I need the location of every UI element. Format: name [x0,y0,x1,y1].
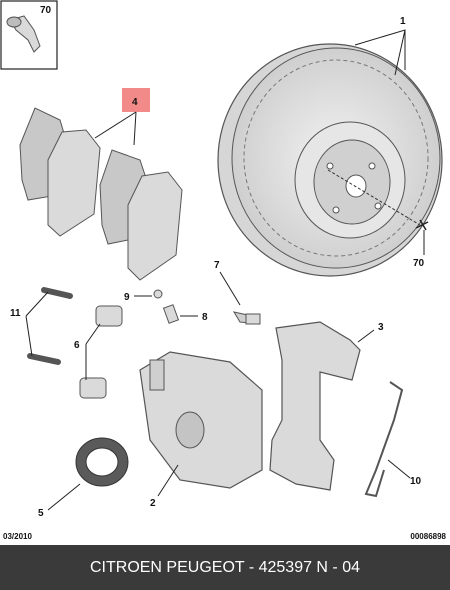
leader-3 [357,329,375,343]
leader-10 [387,459,411,479]
dust-seal [75,437,129,487]
leader-1b [394,29,406,76]
callout-4: 4 [132,97,138,108]
guide-pins [27,287,73,365]
document-code: 00086898 [410,532,446,541]
leader-2 [157,464,179,497]
carrier-bracket [269,321,361,491]
callout-70-box: 70 [40,5,52,16]
callout-4-highlight [122,88,150,112]
callout-7: 7 [214,260,220,271]
callout-5: 5 [38,508,44,519]
leader-4 [94,111,137,146]
callout-9: 9 [124,292,130,303]
bolt-7 [232,311,261,325]
bleed-nipple [153,289,180,324]
caliper [139,351,263,489]
callout-3: 3 [378,322,384,333]
brake-pads [19,107,183,281]
leader-11 [25,291,49,357]
bushings [79,305,123,399]
callout-8: 8 [202,312,208,323]
leader-7 [219,271,241,306]
leader-5 [47,483,81,511]
callout-10: 10 [410,476,422,487]
callout-11: 11 [10,308,21,319]
callout-2: 2 [150,498,156,509]
callout-70-disc: 70 [413,258,425,269]
callout-6: 6 [74,340,80,351]
date-code: 03/2010 [3,532,32,541]
screw-box-70 [0,0,58,70]
footer-banner: CITROEN PEUGEOT - 425397 N - 04 [0,545,450,590]
callout-1: 1 [400,16,406,27]
leader-6 [85,323,101,380]
spring-clip [364,381,404,498]
brake-disc [217,43,443,277]
brake-exploded-diagram: 70 1 70 4 7 9 8 [0,0,443,519]
